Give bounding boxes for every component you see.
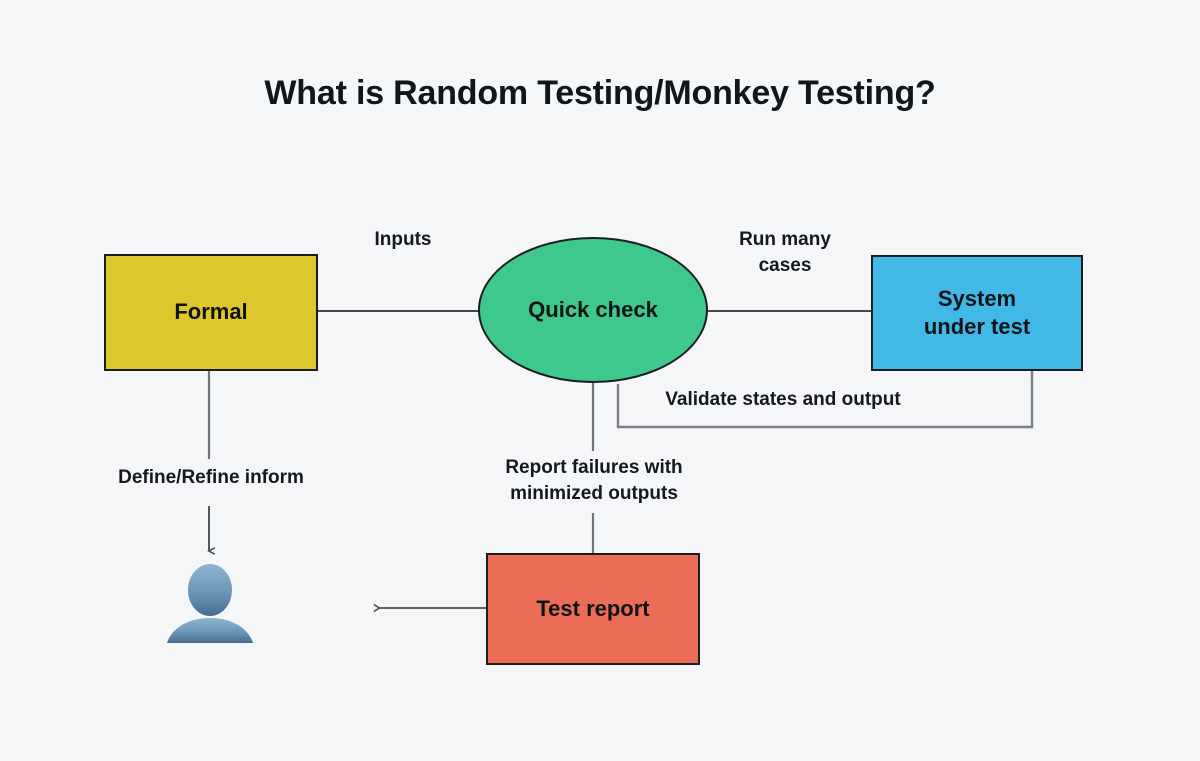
node-test-report-label: Test report [536,595,650,621]
node-quick-check[interactable]: Quick check [478,237,708,383]
node-system-under-test[interactable]: System under test [871,255,1083,371]
report-failures-line-1: Report failures with [505,457,683,478]
person-icon [167,564,253,643]
node-formal[interactable]: Formal [104,254,318,371]
report-failures-line-2: minimized outputs [510,483,678,505]
node-test-report[interactable]: Test report [486,553,700,665]
edge-label-report-failures: Report failures with minimized outputs [466,454,722,509]
page-title: What is Random Testing/Monkey Testing? [264,74,936,112]
edge-label-validate-states-and-output: Validate states and output [636,386,930,415]
run-many-line-2: cases [758,255,812,277]
sut-label-line-1: System [937,285,1017,311]
edge-label-define-refine-inform: Define/Refine inform [92,464,330,493]
node-quick-check-label: Quick check [528,296,658,322]
node-system-under-test-label: System under test [924,285,1030,341]
node-formal-label: Formal [174,299,248,325]
run-many-line-1: Run many [739,229,831,250]
edge-label-inputs: Inputs [332,226,474,255]
sut-label-line-2: under test [923,314,1031,339]
connector-sut-to-quick-check [616,371,1034,429]
edge-label-run-many-cases: Run many cases [712,226,858,281]
